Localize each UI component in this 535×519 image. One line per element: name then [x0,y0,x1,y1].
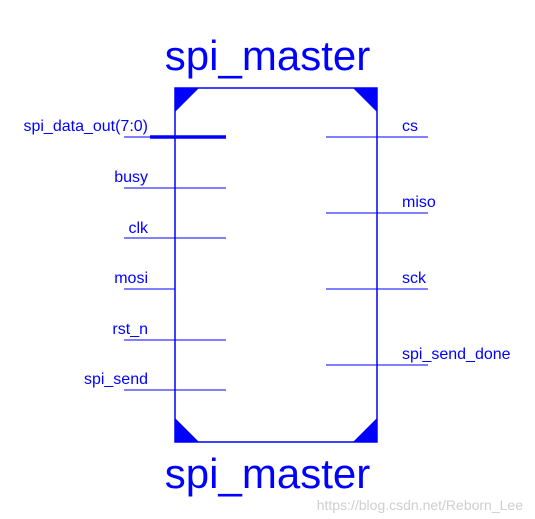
block-title-top: spi_master [164,32,371,79]
port-label-clk: clk [128,220,148,237]
corner-marker-top-left [175,88,199,112]
watermark-text: https://blog.csdn.net/Reborn_Lee [316,497,523,513]
port-label-mosi: mosi [114,270,148,287]
port-label-cs: cs [402,118,418,135]
port-label-busy: busy [114,169,148,186]
port-label-rst-n: rst_n [112,321,148,338]
corner-marker-bottom-right [353,418,377,442]
port-label-spi-data-out: spi_data_out(7:0) [23,118,148,135]
port-label-miso: miso [402,194,436,211]
corner-marker-bottom-left [175,418,199,442]
port-label-spi-send-done: spi_send_done [402,346,511,363]
corner-marker-top-right [353,88,377,112]
port-label-sck: sck [402,270,426,287]
block-body [174,87,378,443]
port-label-spi-send: spi_send [83,371,148,388]
block-title-bottom: spi_master [164,450,371,497]
